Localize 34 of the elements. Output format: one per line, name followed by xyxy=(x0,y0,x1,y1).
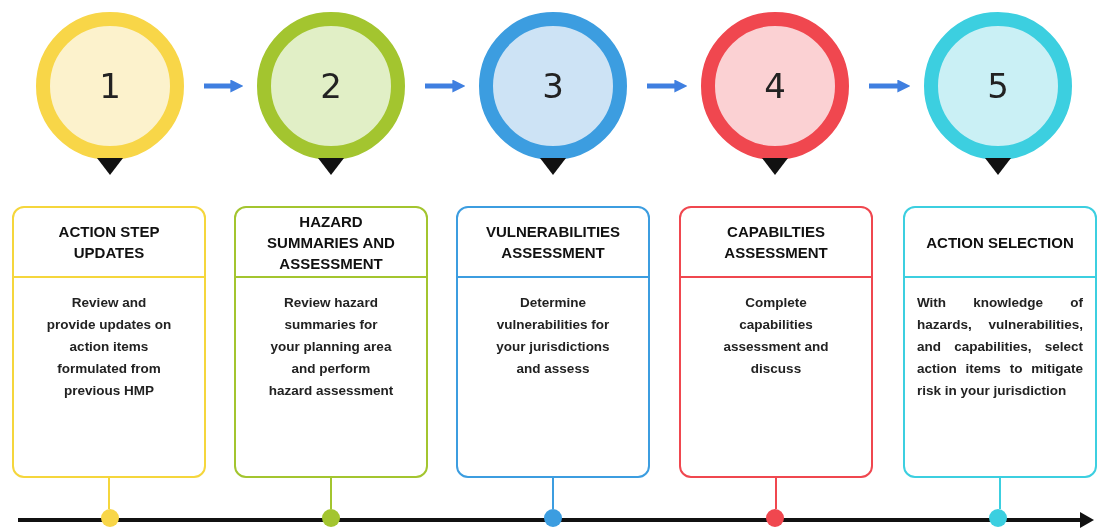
timeline-dot xyxy=(766,509,784,527)
arrow xyxy=(204,79,244,93)
card-heading: CAPABILTIES ASSESSMENT xyxy=(723,222,829,263)
connector-line xyxy=(330,477,332,510)
card-heading: HAZARD SUMMARIES AND ASSESSMENT xyxy=(266,211,396,274)
arrow xyxy=(425,79,466,93)
step-card xyxy=(12,206,206,478)
connector-line xyxy=(775,477,777,510)
step-number: 1 xyxy=(99,66,121,106)
step-card xyxy=(903,206,1097,478)
card-heading: VULNERABILITIES ASSESSMENT xyxy=(485,222,621,263)
card-heading: ACTION STEP UPDATES xyxy=(57,222,161,263)
arrow xyxy=(869,79,911,93)
card-description: With knowledge of hazards, vulnerabilities, and capabilities, select action items to mitigate risk in your jurisdiction xyxy=(917,294,1083,400)
connector-line xyxy=(552,477,554,510)
step-number: 2 xyxy=(320,66,342,106)
step-number: 3 xyxy=(542,66,564,106)
timeline-dot xyxy=(101,509,119,527)
card-description: Review hazard summaries for your planning area and perform hazard assessment xyxy=(267,294,395,400)
step-card xyxy=(456,206,650,478)
card-heading: ACTION SELECTION xyxy=(926,232,1074,253)
timeline-dot xyxy=(322,509,340,527)
step-card xyxy=(679,206,873,478)
step-number: 4 xyxy=(764,66,786,106)
card-description: Complete capabilities assessment and discuss xyxy=(722,294,830,378)
connector-line xyxy=(108,477,110,510)
timeline-dot xyxy=(544,509,562,527)
card-description: Determine vulnerabilities for your jurisdictions and assess xyxy=(495,294,611,378)
step-number: 5 xyxy=(987,66,1009,106)
arrow xyxy=(647,79,688,93)
step-card xyxy=(234,206,428,478)
timeline-dot xyxy=(989,509,1007,527)
connector-line xyxy=(999,477,1001,510)
card-description: Review and provide updates on action items formulated from previous HMP xyxy=(45,294,173,400)
